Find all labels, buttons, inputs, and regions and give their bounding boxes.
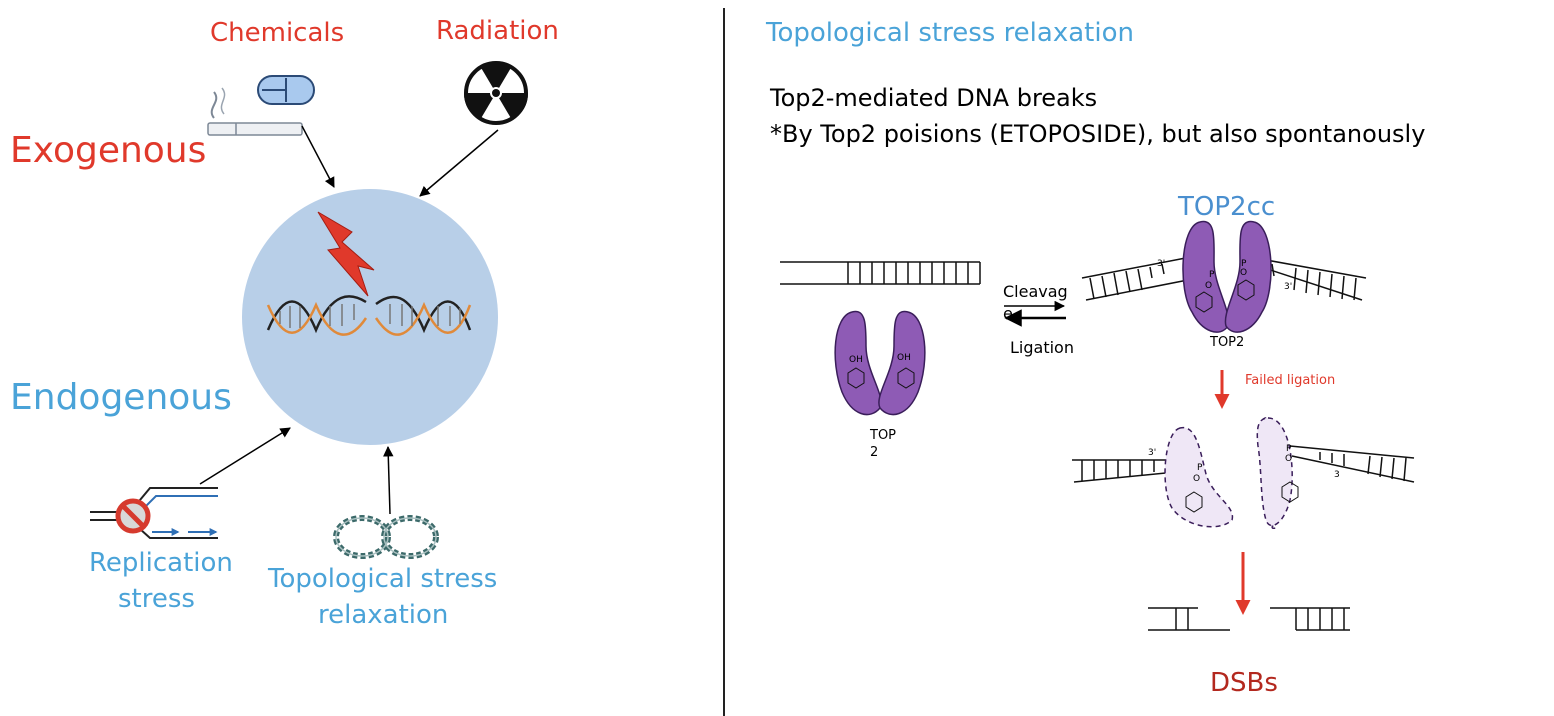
three-prime-mark: 3' [1148, 448, 1157, 458]
cell-circle [242, 189, 498, 445]
top2cc-complex-icon [1081, 220, 1367, 333]
phosphate-mark: P [1286, 444, 1292, 454]
topological-stress-label-line2: relaxation [318, 600, 449, 630]
lightning-bolt-icon [317, 211, 375, 297]
phosphate-mark: P [1197, 463, 1203, 473]
arrow-radiation-to-cell [419, 129, 499, 197]
topological-stress-label-line1: Topological stress [268, 564, 498, 594]
cleavage-label-line1: Cleavag [1003, 282, 1068, 301]
cleavage-label-line2: e [1003, 304, 1013, 323]
oxygen-mark: O [1285, 454, 1293, 464]
radiation-icon [463, 61, 529, 125]
replication-stress-label-line1: Replication [89, 548, 233, 578]
arrow-chemicals-to-cell [301, 125, 335, 188]
hydroxyl-mark: OH [897, 353, 911, 363]
stop-icon [115, 498, 151, 534]
three-prime-mark: 3' [1157, 259, 1166, 269]
three-mark: 3 [1334, 470, 1340, 480]
description-line1: Top2-mediated DNA breaks [770, 84, 1098, 112]
arrow-topo-to-cell [383, 445, 394, 515]
top2-free-label-line1: TOP [870, 428, 897, 443]
top2-complex-label: TOP2 [1210, 335, 1245, 350]
dsbs-label: DSBs [1210, 668, 1278, 698]
panel-title: Topological stress relaxation [766, 18, 1134, 48]
exogenous-label: Exogenous [10, 130, 207, 171]
radiation-label: Radiation [436, 16, 559, 46]
description-line2: *By Top2 poisions (ETOPOSIDE), but also … [770, 120, 1426, 148]
endogenous-label: Endogenous [10, 377, 232, 418]
oxygen-mark: O [1193, 474, 1201, 484]
replication-stress-label-line2: stress [118, 584, 195, 614]
dsb-ends-icon [1148, 607, 1350, 631]
phosphate-mark: P [1209, 270, 1215, 280]
hydroxyl-mark: OH [849, 355, 863, 365]
chemicals-label: Chemicals [210, 18, 345, 48]
replication-fork-icon [90, 487, 218, 539]
cigarette-icon [207, 87, 303, 136]
oxygen-mark: O [1205, 281, 1213, 291]
ligation-label: Ligation [1010, 338, 1074, 357]
broken-complex-icon [1072, 417, 1415, 530]
failed-ligation-label: Failed ligation [1245, 373, 1336, 388]
top2cc-label: TOP2cc [1178, 192, 1276, 222]
top2-free-label-line2: 2 [870, 445, 879, 460]
three-prime-mark: 3' [1284, 282, 1293, 292]
arrow-replication-to-cell [199, 427, 291, 485]
phosphate-mark: P [1241, 259, 1247, 269]
catenane-dna-icon [333, 515, 439, 559]
pill-icon [257, 75, 315, 105]
intact-dna-icon [780, 261, 981, 285]
top2-enzyme-free-icon [834, 310, 926, 416]
broken-dna-helix-icon [266, 295, 472, 336]
oxygen-mark: O [1240, 268, 1248, 278]
